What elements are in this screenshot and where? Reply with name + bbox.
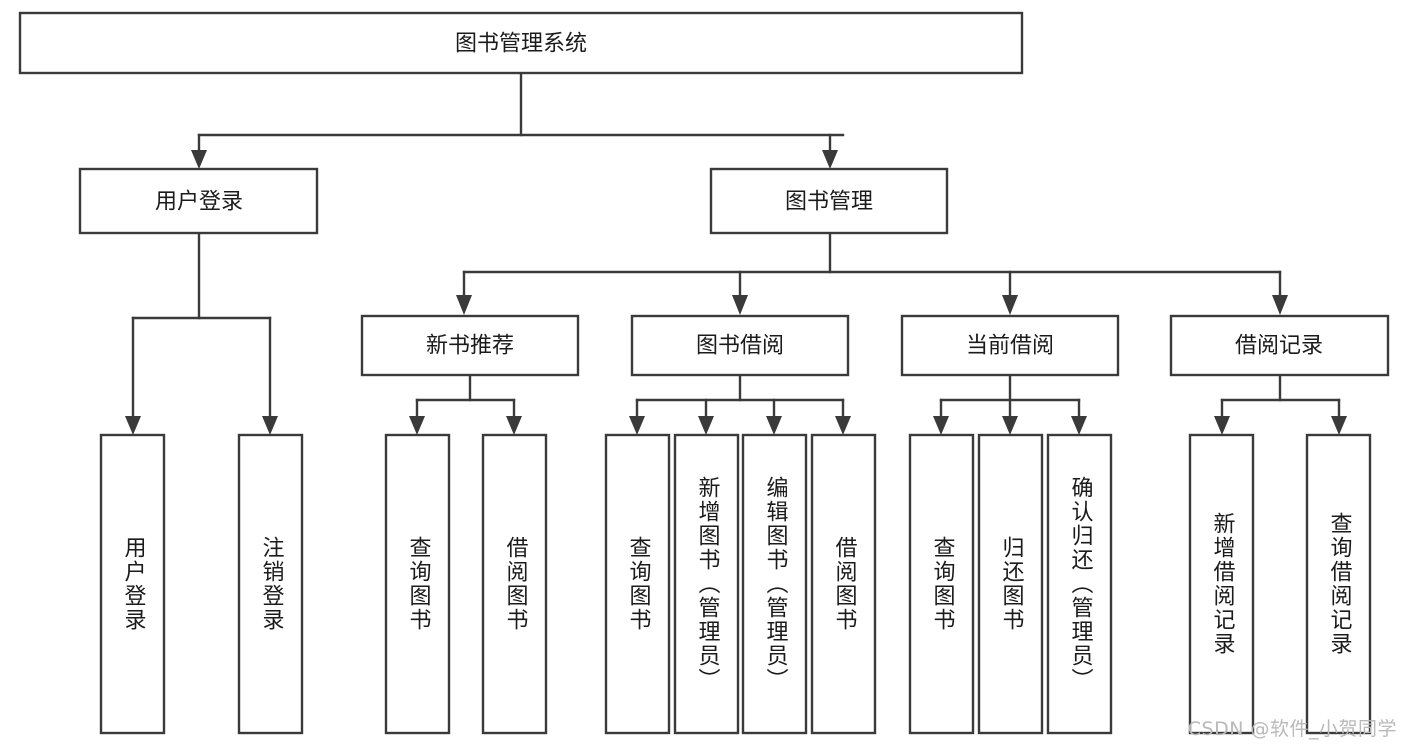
node-current-borrow-label: 当前借阅 xyxy=(966,334,1054,359)
connector-group-book-manage xyxy=(456,231,1288,315)
node-leaf-return-book-label: 归还图书 xyxy=(999,536,1025,632)
node-leaf-add-book-label: 新增图书（管理员） xyxy=(695,476,721,692)
connector-group-root xyxy=(191,71,845,169)
node-leaf-query-record-box[interactable] xyxy=(1305,433,1372,735)
arrow-head-leaf-query-book-3 xyxy=(933,416,949,435)
node-book-manage[interactable]: 图书管理 xyxy=(709,167,949,235)
node-book-borrow[interactable]: 图书借阅 xyxy=(630,314,850,377)
node-leaf-add-record[interactable]: 新增借阅记录 xyxy=(1188,433,1255,735)
node-leaf-add-book-box[interactable] xyxy=(673,433,740,735)
node-leaf-query-book-3-box[interactable] xyxy=(908,433,975,735)
node-new-book-rec-label: 新书推荐 xyxy=(426,334,514,359)
node-leaf-add-record-label: 新增借阅记录 xyxy=(1210,512,1236,656)
arrow-head-leaf-confirm-return xyxy=(1071,416,1087,435)
node-leaf-query-book-2[interactable]: 查询图书 xyxy=(604,433,671,735)
arrow-head-leaf-add-book xyxy=(698,416,714,435)
node-leaf-edit-book[interactable]: 编辑图书（管理员） xyxy=(741,433,808,735)
arrow-head-leaf-logout xyxy=(262,416,278,435)
arrow-head-user-login xyxy=(191,150,207,169)
node-leaf-query-record-label: 查询借阅记录 xyxy=(1327,512,1353,656)
node-leaf-confirm-return[interactable]: 确认归还（管理员） xyxy=(1046,433,1113,735)
node-leaf-user-login-label: 用户登录 xyxy=(121,536,147,632)
node-leaf-query-book-3-label: 查询图书 xyxy=(930,536,956,632)
node-leaf-borrow-book-2-box[interactable] xyxy=(810,433,877,735)
node-leaf-borrow-book-1[interactable]: 借阅图书 xyxy=(481,433,548,735)
node-leaf-borrow-book-2[interactable]: 借阅图书 xyxy=(810,433,877,735)
node-leaf-borrow-book-2-label: 借阅图书 xyxy=(832,536,858,632)
arrow-head-leaf-add-record xyxy=(1214,416,1230,435)
node-root[interactable]: 图书管理系统 xyxy=(18,11,1024,75)
node-book-borrow-box[interactable] xyxy=(630,314,850,377)
node-current-borrow-box[interactable] xyxy=(900,314,1120,377)
arrow-head-book-manage xyxy=(822,150,838,169)
node-leaf-user-login[interactable]: 用户登录 xyxy=(99,433,166,735)
arrow-head-borrow-record xyxy=(1272,295,1288,315)
node-leaf-add-record-box[interactable] xyxy=(1188,433,1255,735)
node-leaf-logout-box[interactable] xyxy=(237,433,304,735)
node-root-label: 图书管理系统 xyxy=(455,32,587,57)
node-current-borrow[interactable]: 当前借阅 xyxy=(900,314,1120,377)
node-leaf-return-book[interactable]: 归还图书 xyxy=(977,433,1044,735)
arrow-head-new-book-rec xyxy=(456,295,472,315)
connector-group-new-book-rec xyxy=(409,373,522,435)
arrow-head-leaf-query-book-2 xyxy=(629,416,645,435)
arrow-head-leaf-edit-book xyxy=(766,416,782,435)
node-leaf-query-record[interactable]: 查询借阅记录 xyxy=(1305,433,1372,735)
connector-group-current-borrow xyxy=(933,373,1087,435)
arrow-head-leaf-return-book xyxy=(1002,416,1018,435)
node-root-box[interactable] xyxy=(18,11,1024,75)
node-user-login-box[interactable] xyxy=(78,167,319,235)
node-book-borrow-label: 图书借阅 xyxy=(696,334,784,359)
node-leaf-query-book-2-box[interactable] xyxy=(604,433,671,735)
node-leaf-edit-book-box[interactable] xyxy=(741,433,808,735)
node-leaf-confirm-return-box[interactable] xyxy=(1046,433,1113,735)
node-leaf-query-book-1-label: 查询图书 xyxy=(406,536,432,632)
arrow-head-leaf-borrow-book-1 xyxy=(506,416,522,435)
node-leaf-edit-book-label: 编辑图书（管理员） xyxy=(763,476,789,692)
node-borrow-record-label: 借阅记录 xyxy=(1235,334,1323,359)
arrow-head-current-borrow xyxy=(1002,295,1018,315)
node-leaf-borrow-book-1-label: 借阅图书 xyxy=(503,536,529,632)
node-user-login[interactable]: 用户登录 xyxy=(78,167,319,235)
node-leaf-add-book[interactable]: 新增图书（管理员） xyxy=(673,433,740,735)
node-leaf-user-login-box[interactable] xyxy=(99,433,166,735)
node-leaf-return-book-box[interactable] xyxy=(977,433,1044,735)
connector-group-book-borrow xyxy=(629,373,851,435)
node-book-manage-box[interactable] xyxy=(709,167,949,235)
node-borrow-record-box[interactable] xyxy=(1169,314,1390,377)
node-new-book-rec-box[interactable] xyxy=(360,314,580,377)
node-leaf-confirm-return-label: 确认归还（管理员） xyxy=(1068,476,1094,692)
node-leaf-logout[interactable]: 注销登录 xyxy=(237,433,304,735)
arrow-head-leaf-borrow-book-2 xyxy=(835,416,851,435)
node-borrow-record[interactable]: 借阅记录 xyxy=(1169,314,1390,377)
connector-group-user-login xyxy=(125,231,278,435)
node-leaf-logout-label: 注销登录 xyxy=(259,536,285,632)
connector-group-borrow-record xyxy=(1214,373,1347,435)
node-book-manage-label: 图书管理 xyxy=(785,190,873,215)
node-user-login-label: 用户登录 xyxy=(155,190,243,215)
arrow-head-leaf-query-record xyxy=(1331,416,1347,435)
node-new-book-rec[interactable]: 新书推荐 xyxy=(360,314,580,377)
arrow-head-leaf-query-book-1 xyxy=(409,416,425,435)
node-leaf-query-book-3[interactable]: 查询图书 xyxy=(908,433,975,735)
arrow-head-leaf-user-login xyxy=(125,416,141,435)
node-leaf-query-book-1[interactable]: 查询图书 xyxy=(384,433,451,735)
node-leaf-borrow-book-1-box[interactable] xyxy=(481,433,548,735)
node-leaf-query-book-2-label: 查询图书 xyxy=(626,536,652,632)
arrow-head-book-borrow xyxy=(732,295,748,315)
node-leaf-query-book-1-box[interactable] xyxy=(384,433,451,735)
